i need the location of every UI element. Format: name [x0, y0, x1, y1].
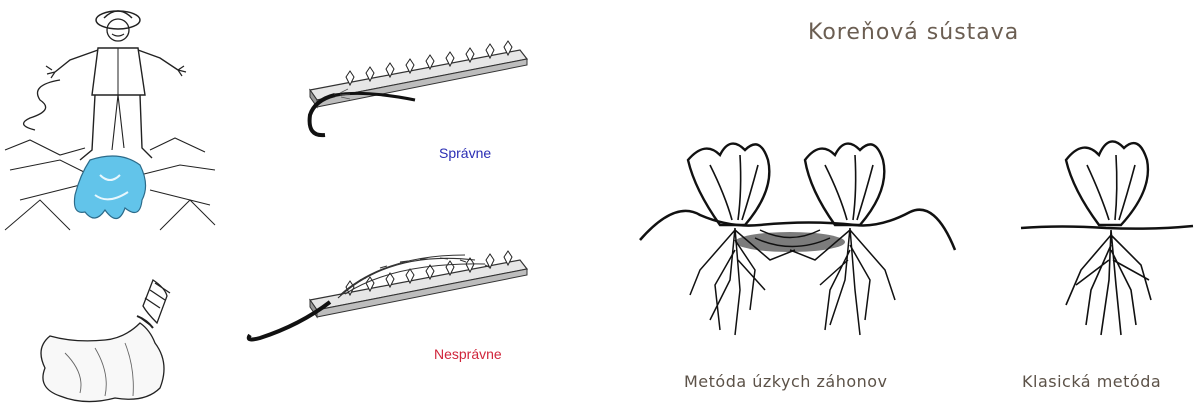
correct-label: Správne [439, 145, 491, 161]
person-flooding-illustration [0, 0, 220, 235]
incorrect-label: Nesprávne [434, 346, 502, 362]
cloth-hose-illustration [25, 278, 175, 408]
correct-watering-illustration [295, 45, 535, 145]
page-title: Koreňová sústava [808, 20, 1019, 45]
classic-root-diagram [1021, 120, 1196, 360]
classic-method-label: Klasická metóda [1022, 372, 1161, 391]
incorrect-watering-illustration [240, 250, 540, 360]
narrow-bed-method-label: Metóda úzkych záhonov [684, 372, 888, 391]
narrow-bed-root-diagram [640, 120, 960, 360]
